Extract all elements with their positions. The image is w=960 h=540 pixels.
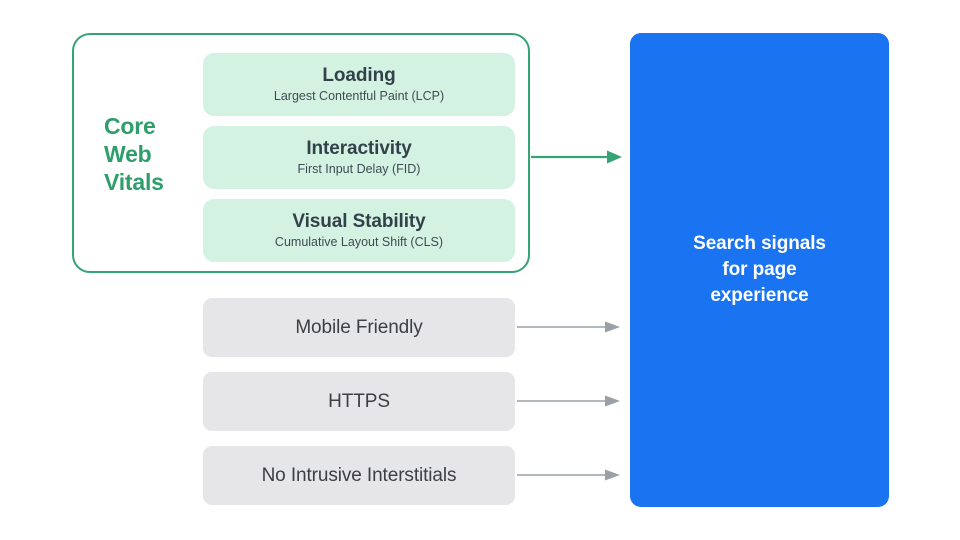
search-signals-box[interactable]: Search signals for page experience [630, 33, 889, 507]
signal-card-no-intrusive-interstitials[interactable]: No Intrusive Interstitials [203, 446, 515, 505]
metric-card-loading[interactable]: Loading Largest Contentful Paint (LCP) [203, 53, 515, 116]
metric-subtitle: Cumulative Layout Shift (CLS) [274, 235, 444, 249]
metric-title: Loading [322, 65, 396, 86]
connector-no-intrusive-interstitials-arrow [517, 469, 620, 481]
search-signals-line-2: for page [722, 259, 797, 280]
core-web-vitals-label: Core Web Vitals [104, 112, 194, 196]
search-signals-line-1: Search signals [693, 233, 826, 254]
signal-card-https[interactable]: HTTPS [203, 372, 515, 431]
signal-card-mobile-friendly[interactable]: Mobile Friendly [203, 298, 515, 357]
metric-subtitle: First Input Delay (FID) [297, 162, 421, 176]
connector-core-web-vitals-arrow [531, 150, 622, 164]
metric-card-interactivity[interactable]: Interactivity First Input Delay (FID) [203, 126, 515, 189]
connector-https-arrow [517, 395, 620, 407]
signal-label: HTTPS [328, 390, 390, 412]
core-web-vitals-label-line-3: Vitals [104, 169, 164, 195]
core-web-vitals-group [72, 33, 530, 273]
search-signals-text: Search signals for page experience [655, 231, 865, 309]
core-web-vitals-label-line-1: Core [104, 113, 156, 139]
core-web-vitals-label-line-2: Web [104, 141, 152, 167]
connector-mobile-friendly-arrow [517, 321, 620, 333]
signal-label: Mobile Friendly [295, 316, 423, 338]
metric-card-visual-stability[interactable]: Visual Stability Cumulative Layout Shift… [203, 199, 515, 262]
metric-title: Visual Stability [292, 211, 426, 232]
signal-label: No Intrusive Interstitials [261, 464, 457, 486]
metric-title: Interactivity [306, 138, 412, 159]
search-signals-line-3: experience [710, 285, 809, 306]
metric-subtitle: Largest Contentful Paint (LCP) [273, 89, 445, 103]
